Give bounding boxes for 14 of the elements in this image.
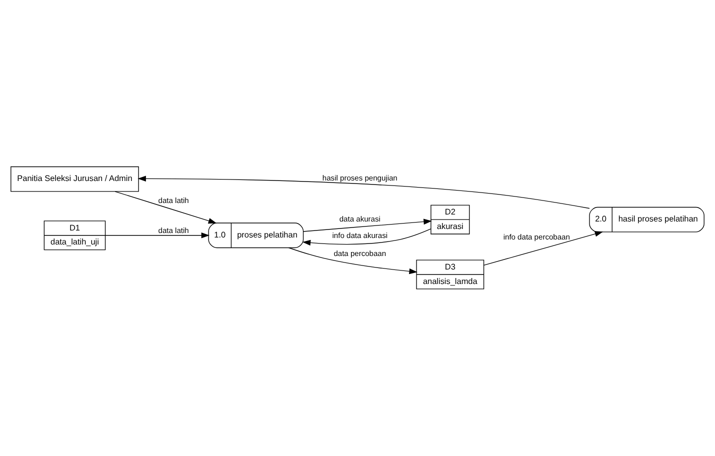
arrow bbox=[484, 231, 604, 266]
arrow bbox=[303, 218, 432, 232]
arrow bbox=[288, 247, 418, 274]
edge-label: data akurasi bbox=[339, 214, 380, 224]
arrow bbox=[138, 176, 590, 209]
edge-label: hasil proses pengujian bbox=[322, 173, 398, 182]
edge-label: info data percobaan bbox=[503, 232, 570, 242]
arrow bbox=[114, 191, 217, 224]
arrow bbox=[104, 232, 210, 238]
edge-label: data latih bbox=[158, 196, 189, 205]
edge-label: data latih bbox=[158, 226, 189, 236]
arrow bbox=[302, 228, 432, 246]
edge-label: info data akurasi bbox=[332, 230, 388, 240]
edge-label: data percobaan bbox=[334, 248, 386, 258]
